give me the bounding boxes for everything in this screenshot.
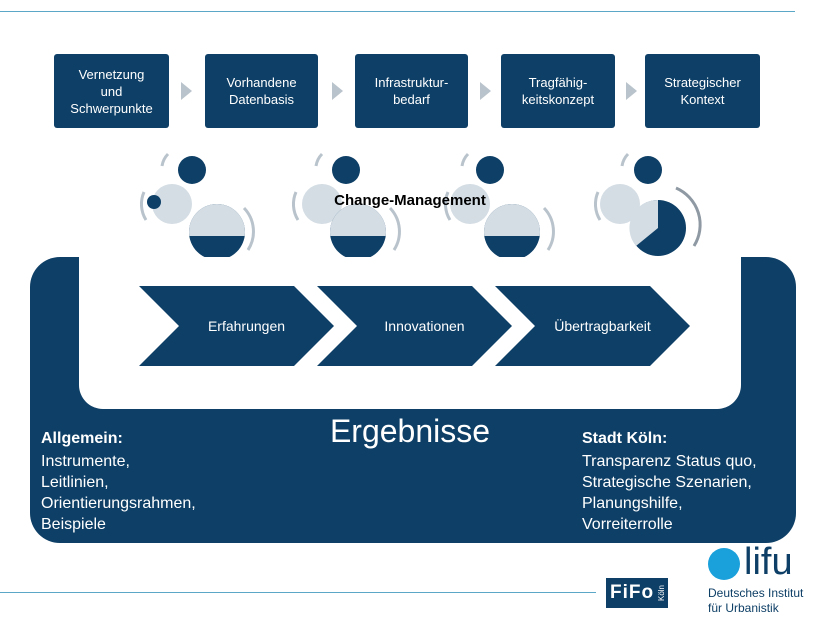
fifo-logo-text: FiFo [610, 582, 655, 603]
results-general-line: Beispiele [41, 516, 106, 533]
results-general-line: Leitlinien, [41, 474, 109, 491]
change-management-label: Change-Management [334, 192, 486, 209]
difu-logo-mark [708, 548, 740, 580]
difu-logo-word: lifu [744, 541, 793, 583]
gear-group-3 [440, 142, 570, 267]
step-infrastructure: Infrastruktur- bedarf [355, 54, 468, 128]
phase-experiences-label: Erfahrungen [207, 318, 286, 334]
results-title: Ergebnisse [329, 413, 491, 449]
results-general-line: Instrumente, [41, 453, 130, 470]
step-networking: Vernetzung und Schwerpunkte [54, 54, 169, 128]
step-arrow-1 [181, 82, 192, 100]
results-general-line: Orientierungsrahmen, [41, 495, 196, 512]
gears-icon [291, 152, 401, 260]
step-arrow-3 [480, 82, 491, 100]
results-general: Allgemein: Instrumente, Leitlinien, Orie… [41, 428, 196, 535]
step-viability: Tragfähig- keitskonzept [501, 54, 615, 128]
results-cologne-line: Planungshilfe, [582, 495, 683, 512]
gear-group-2 [286, 142, 416, 267]
results-cologne-heading: Stadt Köln: [582, 430, 668, 447]
phase-innovations: Innovationen [317, 286, 512, 366]
results-cologne-line: Vorreiterrolle [582, 516, 673, 533]
fifo-logo: FiFo Köln [606, 578, 670, 608]
results-cologne: Stadt Köln: Transparenz Status quo, Stra… [582, 428, 757, 535]
phase-innovations-label: Innovationen [384, 318, 465, 334]
step-arrow-4 [626, 82, 637, 100]
top-rule [0, 11, 795, 12]
gears-icon [443, 152, 555, 260]
results-general-heading: Allgemein: [41, 430, 123, 447]
difu-logo-line2: für Urbanistik [708, 601, 779, 615]
gear-group-1 [132, 142, 262, 267]
results-cologne-line: Transparenz Status quo, [582, 453, 757, 470]
step-arrow-2 [332, 82, 343, 100]
results-cologne-line: Strategische Szenarien, [582, 474, 752, 491]
bottom-rule [0, 592, 596, 593]
phase-experiences: Erfahrungen [139, 286, 334, 366]
step-database: Vorhandene Datenbasis [205, 54, 318, 128]
phase-transferability-label: Übertragbarkeit [554, 318, 651, 334]
difu-logo-line1: Deutsches Institut [708, 586, 804, 600]
gears-icon [139, 152, 255, 260]
gear-group-4 [592, 142, 722, 267]
gears-icon [593, 152, 702, 256]
fifo-logo-sub: Köln [657, 584, 670, 601]
phase-transferability: Übertragbarkeit [495, 286, 690, 366]
step-strategic-context: Strategischer Kontext [645, 54, 760, 128]
